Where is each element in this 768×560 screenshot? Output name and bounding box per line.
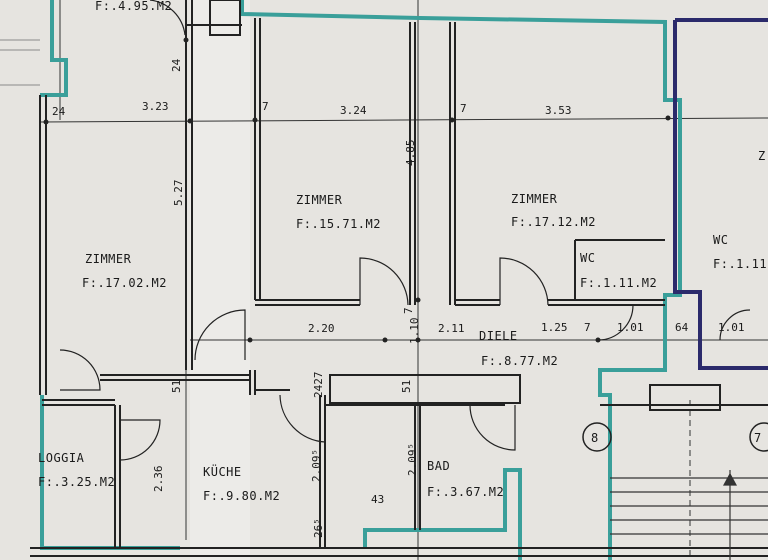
interior-walls — [30, 0, 768, 557]
dim-2427: 2427 — [312, 372, 325, 399]
dim-3-23: 3.23 — [142, 100, 169, 113]
dim-5-27: 5.27 — [172, 180, 185, 207]
dim-7-d: 7 — [584, 321, 591, 334]
loggia-area: F:.3.25.M2 — [38, 475, 115, 489]
dim-2-09-a: 2.09⁵ — [310, 449, 323, 482]
neighbor-outline — [673, 18, 768, 370]
kueche-area: F:.9.80.M2 — [203, 489, 280, 503]
dim-7-a: 7 — [262, 100, 269, 113]
dim-1-01: 1.01 — [617, 321, 644, 334]
zimmer-mid-name: ZIMMER — [296, 193, 343, 207]
dimension-ticks — [43, 37, 671, 343]
wc-name: WC — [580, 251, 595, 265]
room-labels: F:.4.95.M2 ZIMMER F:.17.02.M2 ZIMMER F:.… — [38, 0, 767, 503]
dim-1-10: 1.10 — [408, 318, 421, 345]
marker-circle-8 — [582, 422, 612, 452]
zimmer-right-name: ZIMMER — [511, 192, 558, 206]
marker-7: 7 — [754, 431, 762, 445]
dim-43: 43 — [371, 493, 384, 506]
door-swings — [59, 0, 751, 461]
dim-3-53: 3.53 — [545, 104, 572, 117]
dim-51-a: 51 — [170, 380, 183, 393]
dim-4-85: 4.85 — [404, 140, 417, 167]
dim-1-25: 1.25 — [541, 321, 568, 334]
dim-2-11: 2.11 — [438, 322, 465, 335]
dim-24-left: 24 — [52, 105, 66, 118]
zimmer-right-area: F:.17.12.M2 — [511, 215, 596, 229]
diele-name: DIELE — [479, 329, 518, 343]
dim-24-top: 24 — [170, 58, 183, 72]
dim-2-09-b: 2.09⁵ — [406, 443, 419, 476]
staircase — [610, 470, 768, 560]
bad-name: BAD — [427, 459, 450, 473]
neighbor-letter: Z — [758, 149, 766, 163]
stair-markers: 8 7 — [582, 422, 768, 452]
dimension-labels: 24 24 3.23 7 3.24 7 3.53 4.85 5.27 2.20 … — [52, 58, 745, 538]
dim-51-b: 51 — [400, 380, 413, 393]
dim-2-20: 2.20 — [308, 322, 335, 335]
zimmer-left-name: ZIMMER — [85, 252, 132, 266]
marker-8: 8 — [591, 431, 599, 445]
dim-7-c: 7 — [402, 307, 415, 314]
wc-neighbor-name: WC — [713, 233, 728, 247]
wc-area: F:.1.11.M2 — [580, 276, 657, 290]
wc-neighbor-area: F:.1.11 — [713, 257, 767, 271]
zimmer-left-area: F:.17.02.M2 — [82, 276, 167, 290]
dim-1-01-b: 1.01 — [718, 321, 745, 334]
dim-2-36: 2.36 — [152, 466, 165, 493]
zimmer-mid-area: F:.15.71.M2 — [296, 217, 381, 231]
dim-3-24: 3.24 — [340, 104, 367, 117]
dim-64: 64 — [675, 321, 689, 334]
kueche-name: KÜCHE — [203, 463, 242, 479]
diele-area: F:.8.77.M2 — [481, 354, 558, 368]
bad-area: F:.3.67.M2 — [427, 485, 504, 499]
margin-lines — [0, 39, 40, 86]
dim-26: 26⁵ — [312, 518, 325, 538]
marker-circle-7 — [749, 422, 768, 452]
loggia-name: LOGGIA — [38, 451, 85, 465]
paper-highlight — [190, 0, 250, 560]
dim-7-b: 7 — [460, 102, 467, 115]
top-left-area: F:.4.95.M2 — [95, 0, 172, 13]
